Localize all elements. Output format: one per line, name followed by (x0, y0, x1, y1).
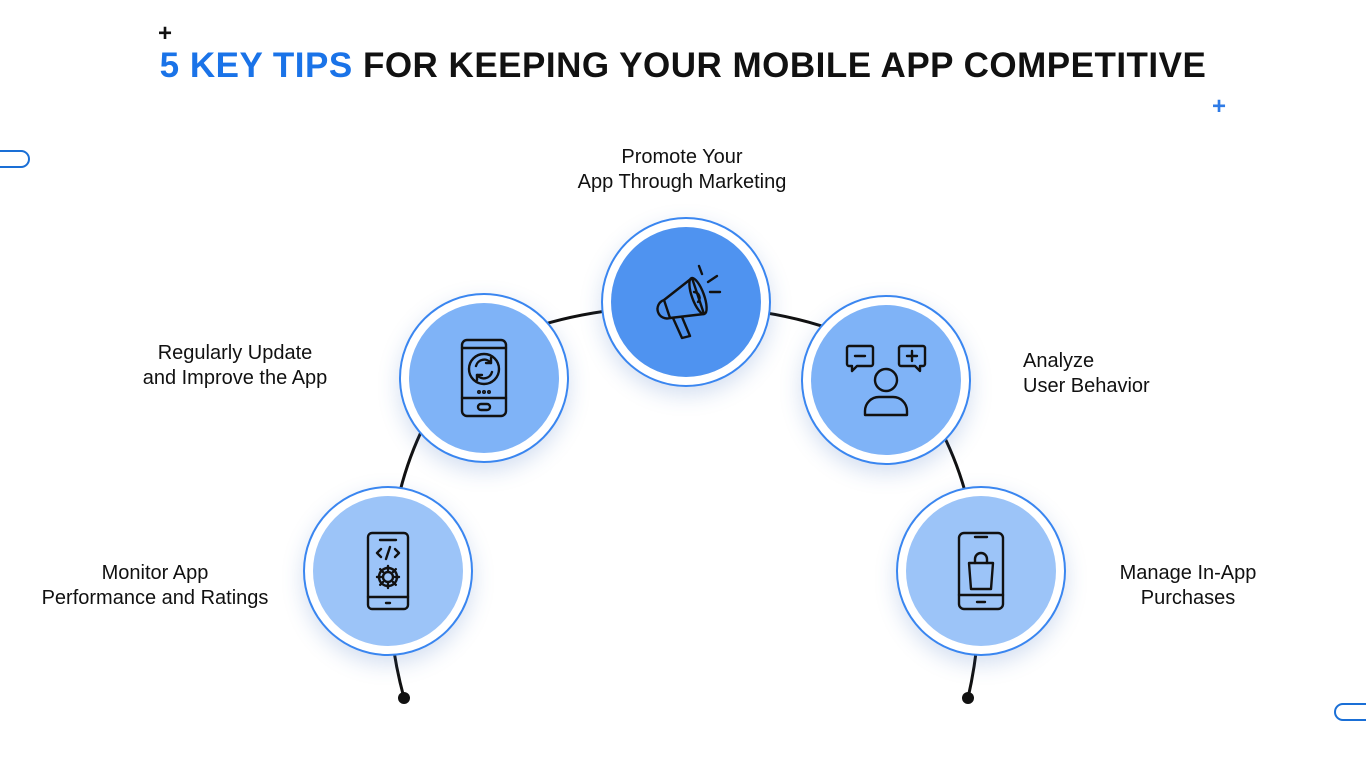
page-title: 5 KEY TIPS FOR KEEPING YOUR MOBILE APP C… (0, 46, 1366, 86)
tip-node-monitor (303, 486, 473, 656)
title-highlight: 5 KEY TIPS (159, 46, 353, 85)
tip-node-promote-fill (611, 227, 761, 377)
tip-label-purchases-line-1: Manage In-App (1119, 562, 1257, 584)
tip-label-promote: Promote Your App Through Marketing (540, 145, 824, 195)
megaphone-icon (656, 264, 722, 340)
tip-label-update: Regularly Update and Improve the App (120, 341, 350, 391)
tip-node-monitor-fill (313, 496, 463, 646)
tip-label-monitor-line-1: Monitor App (101, 562, 209, 584)
title-rest: FOR KEEPING YOUR MOBILE APP COMPETITIVE (362, 46, 1207, 85)
tip-label-analyze: Analyze User Behavior (1023, 349, 1243, 399)
tip-label-purchases-line-2: Purchases (1140, 587, 1236, 609)
tip-node-update (399, 293, 569, 463)
connector-end-dot-right (962, 692, 974, 704)
tip-node-analyze (801, 295, 971, 465)
user-feedback-icon (845, 344, 927, 417)
tip-label-update-line-1: Regularly Update (157, 342, 313, 364)
plus-decoration-blue: + (1212, 93, 1227, 120)
phone-code-gear-icon (366, 531, 410, 611)
tip-label-monitor: Monitor App Performance and Ratings (20, 561, 290, 611)
tip-label-monitor-line-2: Performance and Ratings (41, 587, 269, 609)
tip-label-update-line-2: and Improve the App (142, 367, 328, 389)
tip-node-analyze-fill (811, 305, 961, 455)
connector-end-dot-left (398, 692, 410, 704)
tip-label-analyze-line-1: Analyze (1023, 350, 1095, 372)
tip-node-promote (601, 217, 771, 387)
tip-label-purchases: Manage In-App Purchases (1070, 561, 1306, 611)
tip-label-promote-line-1: Promote Your (621, 146, 743, 168)
plus-decoration-dark: + (158, 20, 173, 47)
pill-decoration-left (0, 150, 30, 168)
tip-node-purchases-fill (906, 496, 1056, 646)
phone-refresh-icon (460, 338, 508, 418)
tip-label-promote-line-2: App Through Marketing (577, 171, 787, 193)
tip-node-update-fill (409, 303, 559, 453)
tip-node-purchases (896, 486, 1066, 656)
phone-shopping-bag-icon (957, 531, 1005, 611)
tip-label-analyze-line-2: User Behavior (1023, 375, 1150, 397)
pill-decoration-right (1334, 703, 1366, 721)
